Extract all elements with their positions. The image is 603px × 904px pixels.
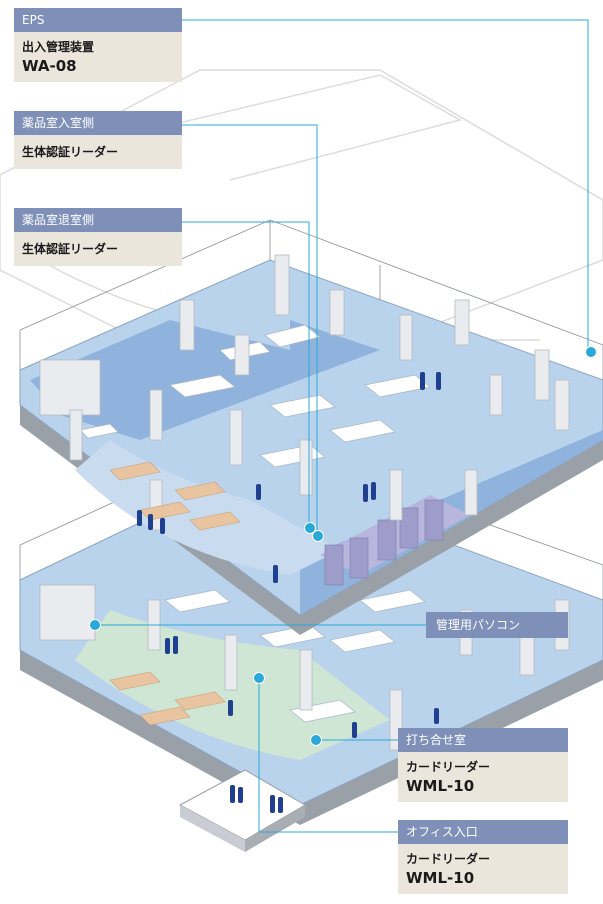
callout-chem-out: 薬品室退室側 生体認証リーダー: [14, 208, 182, 266]
callout-office-model: WML-10: [406, 869, 475, 887]
callout-eps: EPS 出入管理装置 WA-08: [14, 8, 182, 82]
leader-eps: [182, 19, 589, 352]
callout-chem-out-header: 薬品室退室側: [14, 208, 182, 232]
callout-admin-pc-header: 管理用パソコン: [426, 612, 568, 638]
leader-lines: [95, 19, 589, 833]
leader-chem-in: [182, 124, 318, 535]
callout-meeting-header: 打ち合せ室: [398, 728, 568, 752]
callout-office-header: オフィス入口: [398, 820, 568, 844]
callout-chem-out-subtitle: 生体認証リーダー: [22, 242, 119, 256]
callout-eps-subtitle: 出入管理装置: [22, 40, 95, 54]
callout-chem-in-subtitle: 生体認証リーダー: [22, 145, 119, 159]
callout-chem-in-header: 薬品室入室側: [14, 111, 182, 135]
callout-meeting: 打ち合せ室 カードリーダー WML-10: [398, 728, 568, 802]
leader-office: [258, 678, 398, 833]
leader-chem-out: [182, 221, 310, 528]
callout-meeting-model: WML-10: [406, 777, 475, 795]
callout-eps-header: EPS: [14, 8, 182, 32]
upper-floor-slab-edge: [20, 405, 603, 635]
lower-floor: [19, 439, 603, 852]
leader-dots: [89, 346, 597, 746]
chemical-room: [320, 495, 470, 586]
callout-meeting-subtitle: カードリーダー: [406, 760, 491, 774]
callout-eps-model: WA-08: [22, 57, 77, 75]
callout-office-subtitle: カードリーダー: [406, 852, 491, 866]
callout-office: オフィス入口 カードリーダー WML-10: [398, 820, 568, 894]
callout-chem-in: 薬品室入室側 生体認証リーダー: [14, 111, 182, 169]
upper-floor: [19, 219, 603, 635]
